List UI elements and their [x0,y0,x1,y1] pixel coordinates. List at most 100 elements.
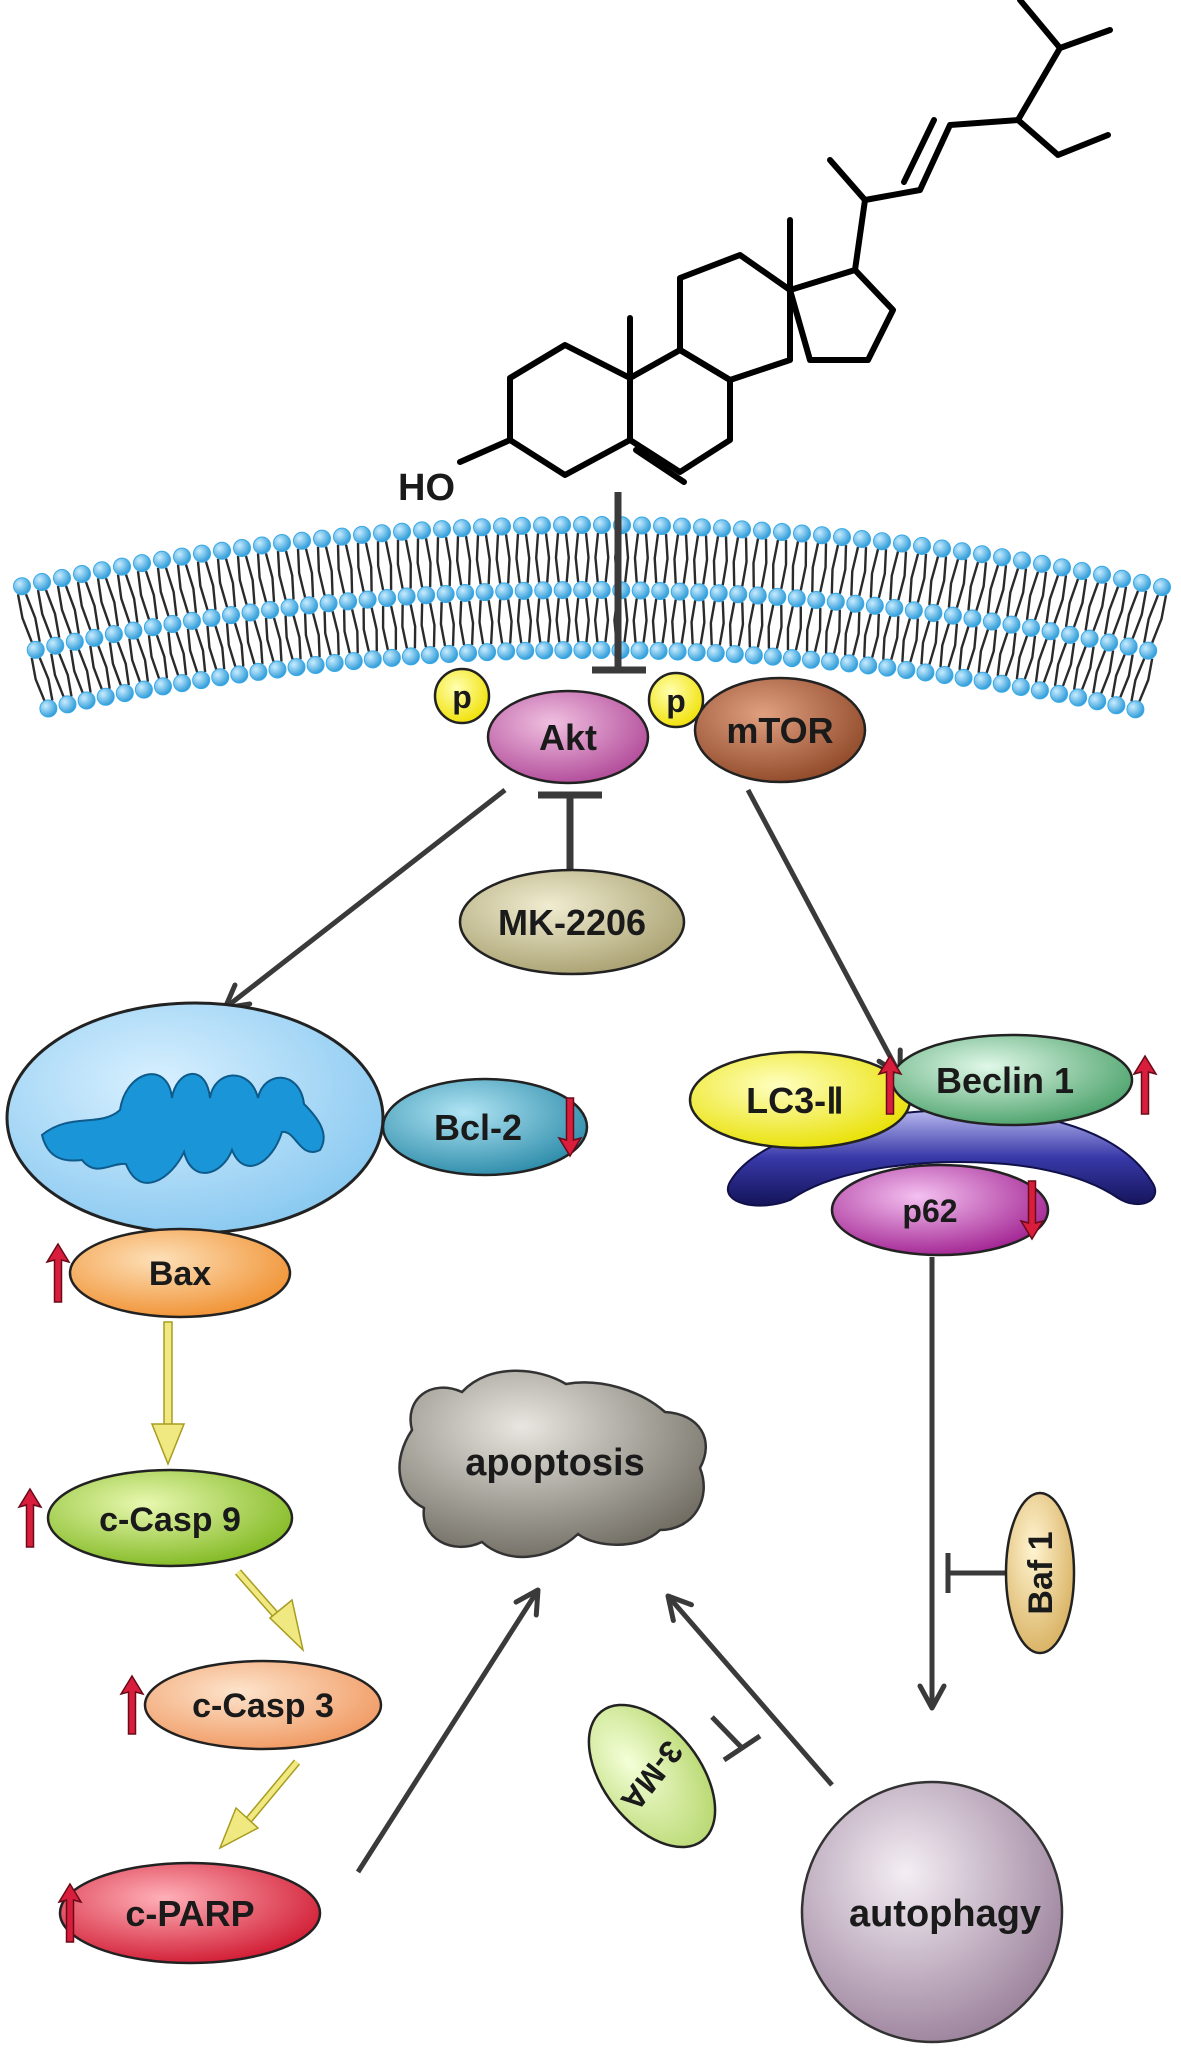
lipid-tail [475,535,482,585]
lipid-tail [311,613,321,658]
lipid-head [249,662,268,681]
apoptosis-label: apoptosis [465,1442,644,1484]
lipid-head [373,524,391,543]
lipid-head [134,680,153,699]
lipid-tail [752,538,760,588]
lipid-tail [897,551,908,601]
lipid-tail [651,598,658,644]
lipid-tail [516,598,523,644]
lipid-tail [1081,646,1095,690]
lipid-head [173,674,192,693]
lipid-head [26,640,45,659]
lipid-tail [975,562,988,611]
lipid-head [853,530,871,549]
lipid-tail [97,645,111,689]
lipid-tail [384,540,393,591]
lipid-head [1073,561,1091,580]
lipid-tail [76,581,92,631]
bcl2-down-regulation-arrow [557,1097,583,1158]
lipid-tail [36,589,53,639]
cell-membrane-bilayer [13,516,1171,719]
lipid-head [1107,696,1126,715]
lipid-tail [504,534,511,584]
lipid-head [773,523,791,542]
lipid-tail [416,538,424,588]
lipid-tail [536,598,542,643]
bax-up-regulation-arrow [45,1242,71,1303]
mk2206-inhibits-akt [538,791,602,870]
lipid-head [793,524,811,543]
lipid-tail [58,653,73,697]
lc3-label: LC3-Ⅱ [746,1080,844,1121]
lipid-tail [901,618,912,663]
lipid-head [58,695,77,714]
lipid-tail [604,532,610,583]
lipid-head [420,646,439,665]
lipid-head [516,641,535,660]
lipid-tail [196,561,209,611]
lipid-head [478,643,497,662]
lipid-tail [737,602,745,647]
lipid-head [592,581,611,600]
lipid-head [653,516,671,535]
lipid-head [859,656,878,675]
lipid-tail [404,539,412,589]
lipid-head [397,587,416,606]
lipid-head [306,656,325,675]
lipid-tail [264,553,276,603]
lipid-tail [16,594,33,643]
lipid-tail [336,544,346,594]
lipid-tail [882,615,892,660]
parp-label: c-PARP [125,1893,254,1934]
lipid-head [104,625,123,644]
lipid-tail [1023,635,1037,680]
lipid-tail [732,537,740,587]
lipid-head [325,654,344,673]
lipid-tail [682,534,689,584]
lipid-tail [1064,578,1080,628]
lipid-tail [555,598,561,643]
lipid-tail [702,535,709,585]
lipid-tail [1092,582,1108,632]
lipid-tail [69,649,84,693]
lipid-head [670,582,689,601]
mitochondrion [5,1001,385,1235]
p62-down-regulation-arrow [1019,1180,1045,1241]
lipid-head [440,644,459,663]
phospho-left-label: p [452,679,472,715]
lipid-head [533,516,551,535]
lipid-head [211,668,230,687]
lipid-head [382,648,401,667]
lipid-head [1021,618,1040,637]
lipid-tail [50,653,65,697]
apoptosis-node: apoptosis [398,1369,707,1559]
lipid-tail [977,629,990,673]
lipid-head [1069,688,1088,707]
lipid-head [744,646,763,665]
lipid-tail [680,599,687,644]
lipid-head [13,577,31,596]
bax-to-casp9-arrow [150,1321,186,1467]
lipid-head [807,590,826,609]
p62-label: p62 [902,1193,957,1229]
lipid-tail [928,556,940,606]
lipid-tail [264,617,275,662]
lipid-head [554,641,573,660]
lipid-tail [497,599,504,644]
lipid-tail [64,585,80,634]
lipid-tail [574,597,580,643]
lipid-head [313,529,331,548]
lipid-head [473,518,491,537]
lipid-head [1126,700,1145,719]
lipid-tail [1061,642,1076,687]
lipid-tail [1025,571,1040,621]
lipid-head [593,516,611,535]
lipid-head [46,636,65,655]
lipid-tail [515,533,521,584]
lipid-head [233,539,251,558]
lipid-head [535,641,554,660]
lipid-tail [955,559,968,608]
lipid-tail [206,625,218,670]
lipid-tail [84,581,100,631]
